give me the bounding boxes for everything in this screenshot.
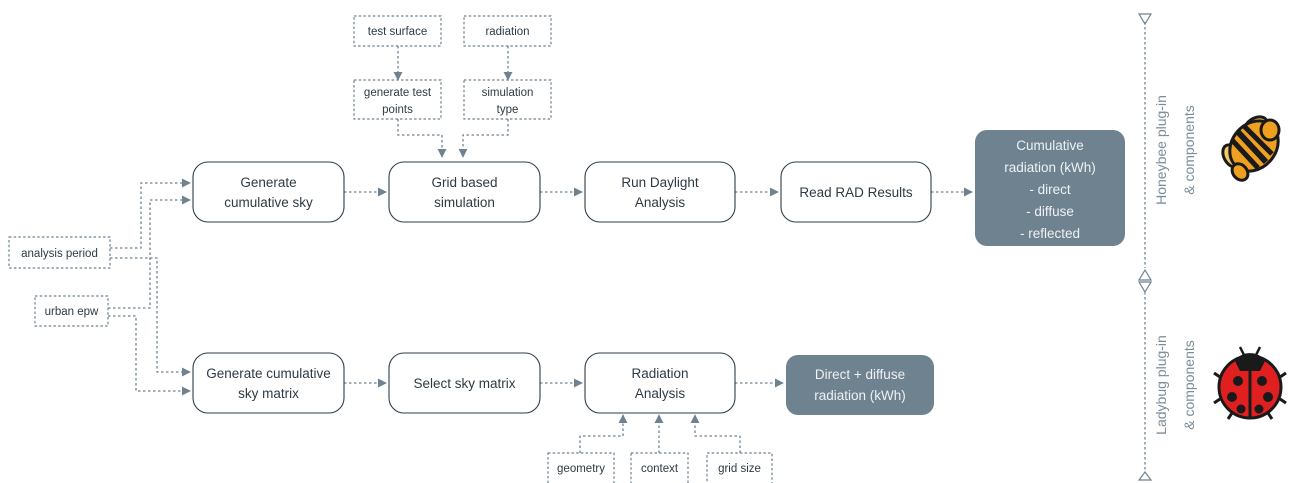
input-test-surface: test surface bbox=[353, 15, 442, 47]
input-geometry-label: geometry bbox=[557, 463, 605, 475]
edge-period-to-sky bbox=[110, 178, 191, 249]
process-grid-based-simulation-line1: Grid based bbox=[431, 175, 497, 190]
process-generate-cumulative-sky-matrix-line2: sky matrix bbox=[238, 386, 299, 401]
process-run-daylight-analysis-line1: Run Daylight bbox=[621, 175, 699, 190]
process-generate-cumulative-sky-matrix-line1: Generate cumulative bbox=[206, 366, 331, 381]
input-simulation-type-line1: simulation bbox=[482, 87, 534, 99]
input-simulation-type: simulation type bbox=[463, 79, 552, 120]
process-radiation-analysis: Radiation Analysis bbox=[584, 352, 736, 414]
input-context-label: context bbox=[641, 463, 679, 475]
output-direct-diffuse-radiation-line2: radiation (kWh) bbox=[814, 388, 906, 403]
process-run-daylight-analysis-line2: Analysis bbox=[635, 195, 686, 210]
ladybug-label-line2: & components bbox=[1181, 340, 1197, 430]
process-radiation-analysis-line1: Radiation bbox=[631, 366, 688, 381]
process-read-rad-results-label: Read RAD Results bbox=[799, 185, 913, 200]
ladybug-icon bbox=[1213, 346, 1287, 420]
edge-gridsize-to-radiation bbox=[690, 414, 741, 453]
edge-type-to-grid bbox=[458, 119, 509, 158]
process-select-sky-matrix-label: Select sky matrix bbox=[413, 376, 515, 391]
bee-icon bbox=[1221, 115, 1281, 182]
process-generate-cumulative-sky: Generate cumulative sky bbox=[192, 161, 345, 223]
process-read-rad-results: Read RAD Results bbox=[780, 161, 932, 223]
process-grid-based-simulation-line2: simulation bbox=[434, 195, 495, 210]
input-context: context bbox=[630, 452, 689, 483]
edge-period-to-matrix bbox=[110, 257, 191, 377]
input-generate-test-points-line1: generate test bbox=[364, 87, 432, 99]
process-radiation-analysis-line2: Analysis bbox=[635, 386, 686, 401]
input-urban-epw-label: urban epw bbox=[45, 306, 99, 318]
honeybee-label-line1: Honeybee plug-in bbox=[1153, 95, 1169, 205]
connectors bbox=[108, 46, 973, 453]
output-cumulative-radiation: Cumulative radiation (kWh) - direct - di… bbox=[975, 130, 1125, 246]
process-select-sky-matrix: Select sky matrix bbox=[388, 352, 541, 414]
process-grid-based-simulation: Grid based simulation bbox=[388, 161, 541, 223]
divider-top-triangle-icon bbox=[1137, 13, 1153, 26]
output-direct-diffuse-radiation: Direct + diffuse radiation (kWh) bbox=[786, 355, 934, 415]
ladybug-label-line1: Ladybug plug-in bbox=[1153, 335, 1169, 435]
divider-mid-down-triangle-icon bbox=[1137, 281, 1153, 294]
divider-mid-up-triangle-icon bbox=[1137, 268, 1153, 281]
edge-points-to-grid bbox=[397, 119, 447, 158]
edge-geometry-to-radiation bbox=[579, 414, 628, 453]
input-grid-size: grid size bbox=[706, 452, 773, 483]
output-cumulative-radiation-line3: - direct bbox=[1029, 182, 1071, 197]
input-geometry: geometry bbox=[547, 452, 615, 483]
edge-epw-to-matrix bbox=[108, 315, 191, 396]
honeybee-label-line2: & components bbox=[1181, 105, 1197, 195]
ladybug-section-label: Ladybug plug-in & components bbox=[1153, 335, 1197, 435]
output-cumulative-radiation-line4: - diffuse bbox=[1026, 204, 1074, 219]
output-direct-diffuse-radiation-line1: Direct + diffuse bbox=[815, 367, 905, 382]
input-urban-epw: urban epw bbox=[34, 295, 109, 327]
output-cumulative-radiation-line1: Cumulative bbox=[1016, 138, 1084, 153]
process-generate-cumulative-sky-matrix: Generate cumulative sky matrix bbox=[192, 352, 345, 414]
input-analysis-period-label: analysis period bbox=[21, 248, 98, 260]
divider-bottom-triangle-icon bbox=[1137, 471, 1153, 481]
input-generate-test-points: generate test points bbox=[353, 79, 442, 120]
output-cumulative-radiation-line2: radiation (kWh) bbox=[1004, 160, 1096, 175]
honeybee-section-label: Honeybee plug-in & components bbox=[1153, 95, 1197, 205]
input-radiation-label: radiation bbox=[485, 26, 529, 38]
input-radiation: radiation bbox=[463, 15, 552, 47]
input-test-surface-label: test surface bbox=[368, 26, 427, 38]
process-generate-cumulative-sky-line2: cumulative sky bbox=[224, 195, 313, 210]
process-generate-cumulative-sky-line1: Generate bbox=[240, 175, 296, 190]
edge-epw-to-sky bbox=[108, 195, 191, 309]
input-generate-test-points-line2: points bbox=[382, 104, 413, 116]
process-run-daylight-analysis: Run Daylight Analysis bbox=[584, 161, 736, 223]
input-analysis-period: analysis period bbox=[8, 236, 111, 269]
input-simulation-type-line2: type bbox=[497, 104, 519, 116]
output-cumulative-radiation-line5: - reflected bbox=[1020, 226, 1080, 241]
side-divider bbox=[1137, 13, 1153, 481]
input-grid-size-label: grid size bbox=[718, 463, 761, 475]
